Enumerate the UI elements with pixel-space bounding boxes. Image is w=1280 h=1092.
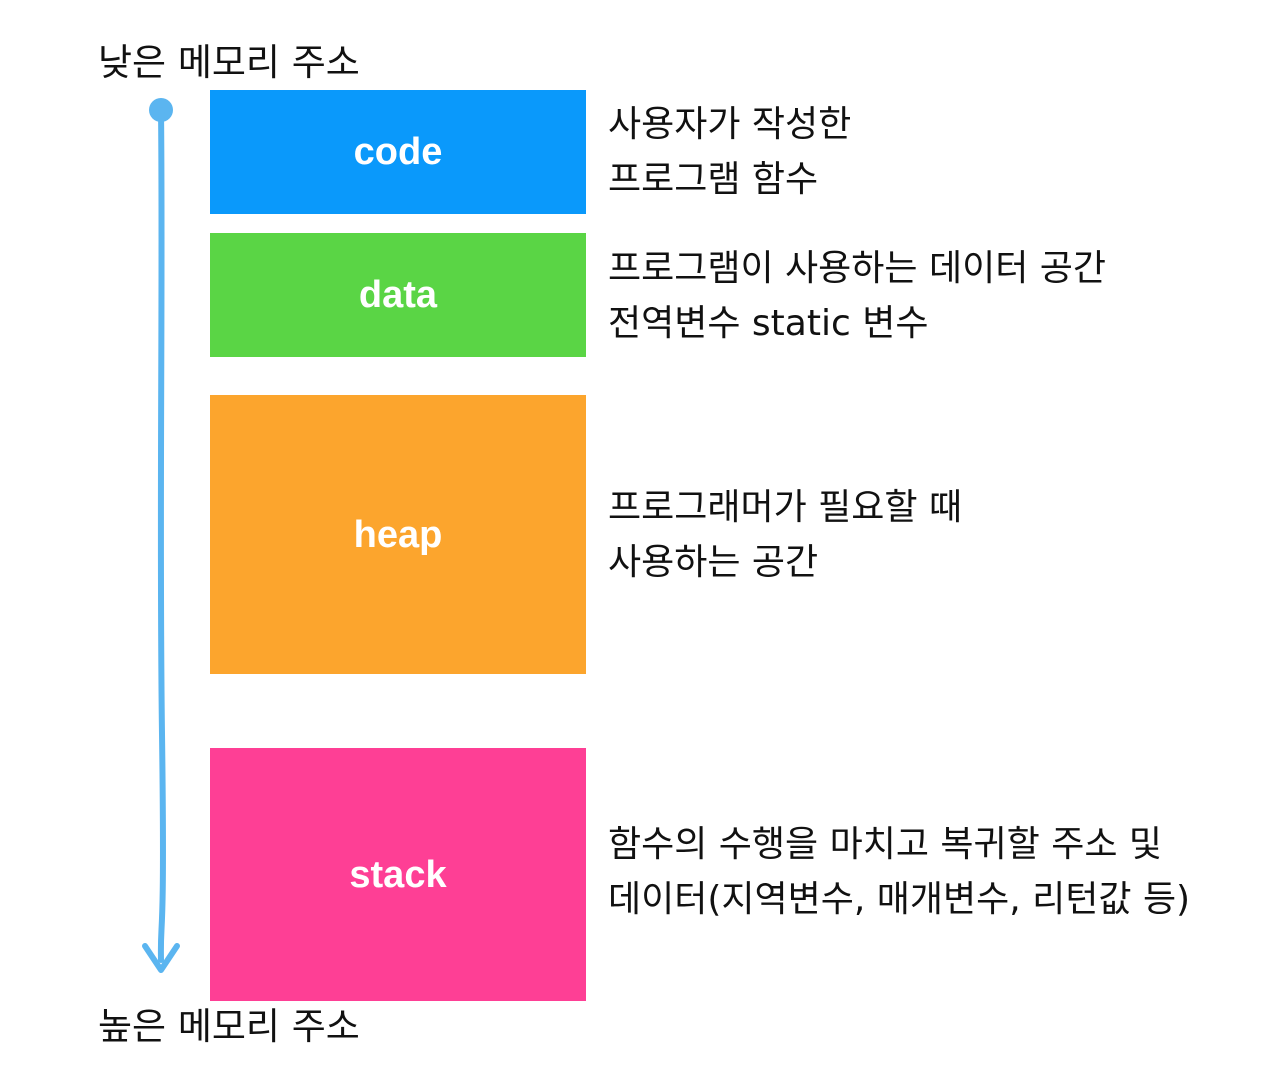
heap-description-line: 프로그래머가 필요할 때	[608, 487, 963, 528]
high-address-label: 높은 메모리 주소	[98, 1005, 360, 1048]
heap-description: 프로그래머가 필요할 때 사용하는 공간	[608, 480, 962, 590]
heap-segment: heap	[210, 395, 586, 674]
stack-description-line: 데이터(지역변수, 매개변수, 리턴값 등)	[608, 879, 1191, 920]
data-segment: data	[210, 233, 586, 357]
code-description-line: 사용자가 작성한	[608, 104, 852, 145]
stack-segment-label: stack	[349, 853, 447, 896]
code-segment: code	[210, 90, 586, 214]
heap-segment-label: heap	[353, 513, 443, 556]
heap-description-line: 사용하는 공간	[608, 542, 819, 583]
stack-segment: stack	[210, 748, 586, 1001]
arrow-shaft	[157, 107, 166, 963]
code-segment-label: code	[353, 131, 443, 173]
low-address-label: 낮은 메모리 주소	[98, 41, 360, 84]
data-description-line: 전역변수 static 변수	[608, 303, 929, 344]
data-segment-label: data	[358, 274, 438, 316]
code-description: 사용자가 작성한 프로그램 함수	[608, 97, 851, 207]
code-description-line: 프로그램 함수	[608, 159, 819, 200]
arrow-head	[142, 943, 180, 973]
data-description: 프로그램이 사용하는 데이터 공간 전역변수 static 변수	[608, 241, 1106, 351]
stack-description: 함수의 수행을 마치고 복귀할 주소 및 데이터(지역변수, 매개변수, 리턴값…	[608, 817, 1190, 927]
data-description-line: 프로그램이 사용하는 데이터 공간	[608, 248, 1107, 289]
address-direction-arrow	[142, 98, 180, 973]
stack-description-line: 함수의 수행을 마치고 복귀할 주소 및	[608, 824, 1163, 865]
